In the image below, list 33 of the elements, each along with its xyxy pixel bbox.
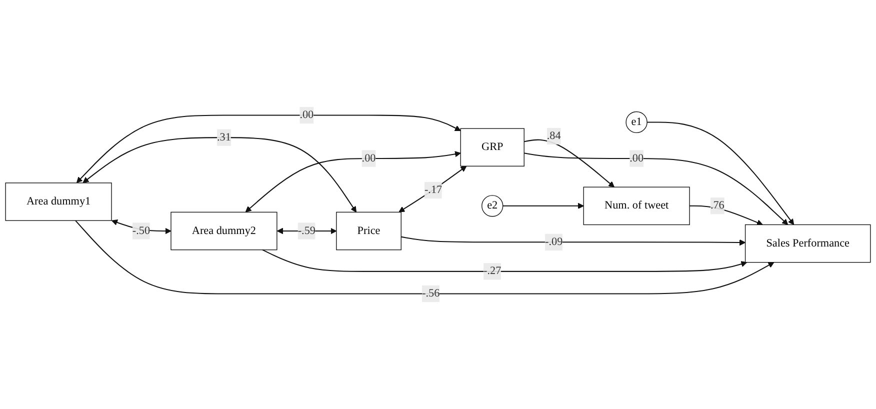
node-box: Num. of tweet [583,186,690,226]
arrow [245,151,461,212]
edge-label: .31 [216,131,231,144]
arrow [112,220,172,234]
edge-label: -.59 [298,224,316,237]
edge-label: .00 [362,152,376,164]
node-box: Sales Performance [744,224,871,263]
arrow [647,122,794,225]
arrow [690,205,763,226]
edge-label: .00 [300,108,314,121]
edge-label: -.17 [424,184,442,196]
node-circle: e1 [626,111,648,134]
arrow [502,202,584,209]
node-box: Area dummy2 [170,212,278,250]
edge-label: -.50 [132,224,150,237]
node-box: Area dummy1 [5,182,112,221]
edge-label: .76 [710,200,724,212]
arrow [75,220,774,294]
arrow [398,166,467,212]
node-circle: e2 [482,195,504,217]
arrow [76,114,461,183]
node-box: GRP [460,128,524,167]
edge-label: -.27 [484,265,502,278]
arrow [82,137,357,212]
arrow [524,152,788,225]
arrow [401,236,746,246]
arrow [262,249,748,272]
edge-label: .84 [546,130,561,142]
node-box: Price [336,212,402,250]
edge-label: -.09 [545,236,563,248]
edge-label: -.56 [422,287,440,300]
arrow [524,139,615,188]
edge-label: .00 [630,152,644,164]
